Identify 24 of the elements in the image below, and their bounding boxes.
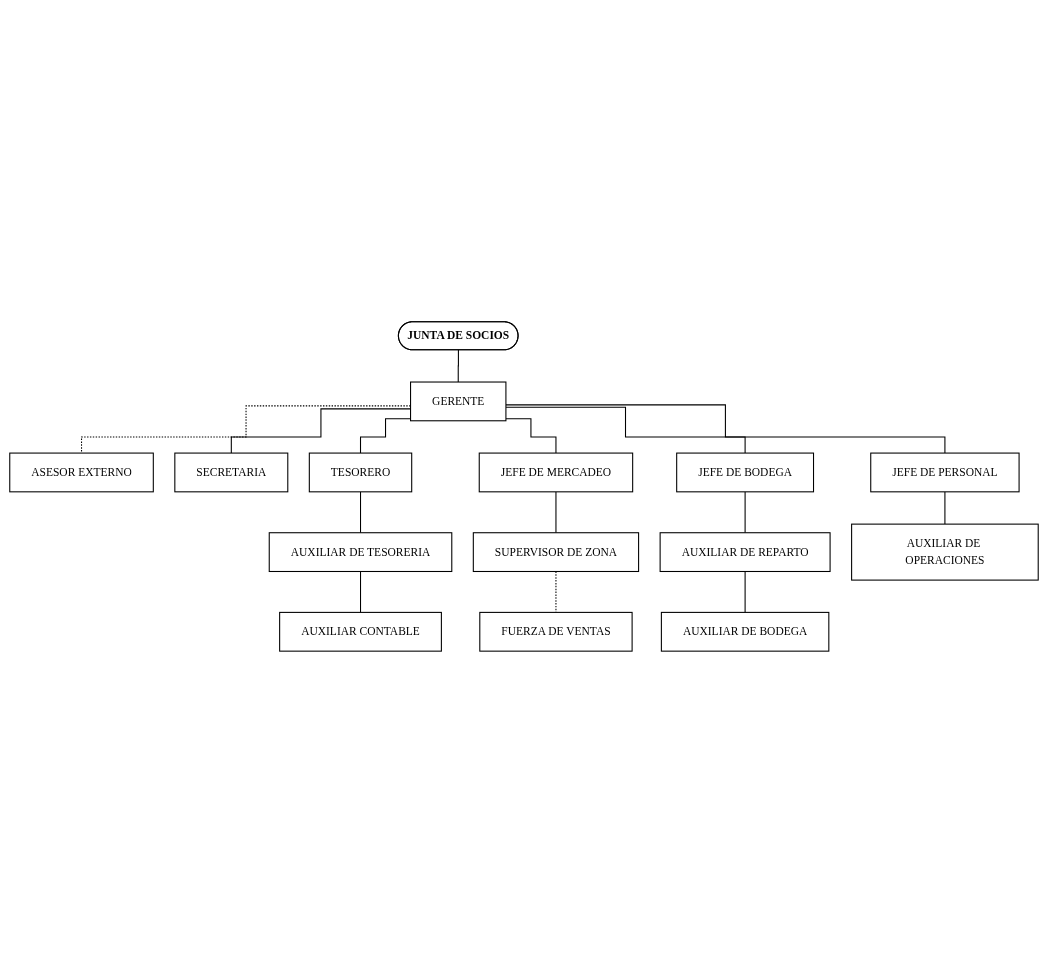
connector	[744, 490, 746, 533]
node-box: AUXILIAR DE TESORERIA	[268, 531, 453, 572]
node-box: JEFE DE MERCADEO	[478, 452, 634, 492]
node-box: SECRETARIA	[174, 452, 289, 492]
connector	[360, 490, 362, 533]
connector	[944, 490, 946, 525]
connector	[505, 406, 746, 454]
node-box: AUXILIAR CONTABLE	[279, 611, 442, 652]
node-box: AUXILIAR DE OPERACIONES	[851, 523, 1039, 581]
node-box: TESORERO	[308, 452, 413, 492]
connector	[555, 490, 557, 533]
node-box: AUXILIAR DE REPARTO	[659, 531, 831, 572]
node-box: ASESOR EXTERNO	[9, 452, 154, 492]
connector	[457, 349, 460, 383]
node-box: GERENTE	[410, 381, 507, 421]
node-box: SUPERVISOR DE ZONA	[472, 531, 640, 572]
connector	[744, 570, 746, 613]
connector	[505, 417, 557, 454]
node-box: JEFE DE BODEGA	[676, 452, 815, 492]
node-box: AUXILIAR DE BODEGA	[660, 611, 830, 652]
node-box: FUERZA DE VENTAS	[479, 611, 633, 652]
node-box: JEFE DE PERSONAL	[870, 452, 1020, 492]
connector	[360, 570, 362, 613]
connector	[505, 403, 946, 454]
